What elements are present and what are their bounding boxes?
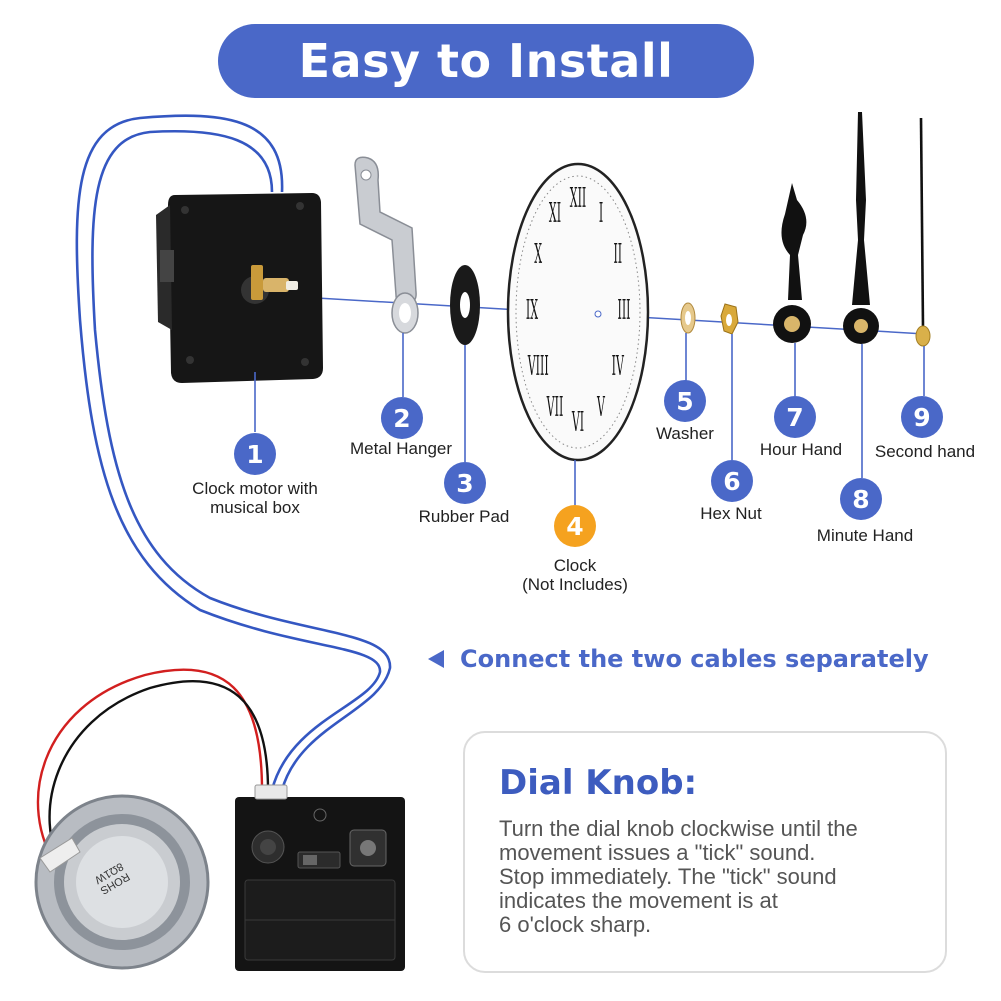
badge-metal-hanger: 2: [381, 397, 423, 439]
clock-numeral: IX: [526, 294, 538, 325]
title-banner: Easy to Install: [218, 24, 754, 98]
dial-knob-body: Turn the dial knob clockwise until the m…: [499, 816, 858, 937]
clock-numeral: VIII: [527, 350, 549, 381]
badge-hour-hand: 7: [774, 396, 816, 438]
washer: [680, 302, 696, 334]
badge-second-hand: 9: [901, 396, 943, 438]
rubber-pad: [450, 265, 480, 345]
clock-numeral: III: [617, 294, 630, 325]
badge-hex-nut: 6: [711, 460, 753, 502]
clock-numeral: XI: [549, 197, 561, 228]
music-box: [235, 784, 405, 971]
cable-note-text: Connect the two cables separately: [460, 645, 929, 673]
label-hex-nut: Hex Nut: [700, 504, 762, 523]
badge-rubber-pad: 3: [444, 462, 486, 504]
dial-knob-card: Dial Knob: Turn the dial knob clockwise …: [463, 731, 947, 973]
clock-numeral: I: [599, 197, 603, 228]
leader-lines: [254, 333, 925, 505]
left-arrow-icon: [428, 650, 444, 668]
cable-note: Connect the two cables separately: [428, 645, 929, 673]
label-washer: Washer: [656, 424, 714, 443]
label-clock: Clock (Not Includes): [522, 556, 628, 594]
clock-numeral: VII: [546, 391, 563, 422]
badge-clock: 4: [554, 505, 596, 547]
clock-numeral: VI: [571, 406, 584, 437]
clock-numeral: XII: [570, 182, 587, 213]
label-minute-hand: Minute Hand: [816, 526, 914, 545]
clock-numeral: II: [613, 238, 622, 269]
minute-hand: [843, 112, 879, 344]
hour-hand: [773, 183, 811, 343]
badge-washer: 5: [664, 380, 706, 422]
speaker-wires: [36, 668, 270, 873]
blue-cable: [75, 114, 392, 791]
label-clock-motor: Clock motor with musical box: [192, 479, 318, 517]
clock-numeral: V: [596, 391, 605, 422]
speaker: [34, 794, 210, 970]
metal-hanger: [354, 156, 419, 334]
second-hand: [915, 117, 931, 347]
clock-motor: [156, 193, 323, 383]
label-metal-hanger: Metal Hanger: [349, 439, 453, 458]
clock-numeral: X: [534, 238, 542, 269]
label-rubber-pad: Rubber Pad: [418, 507, 510, 526]
label-second-hand: Second hand: [874, 442, 976, 461]
dial-knob-title: Dial Knob:: [499, 763, 698, 803]
label-hour-hand: Hour Hand: [759, 440, 843, 459]
badge-clock-motor: 1: [234, 433, 276, 475]
hex-nut: [720, 303, 739, 335]
badge-minute-hand: 8: [840, 478, 882, 520]
clock-numeral: IV: [612, 350, 625, 381]
